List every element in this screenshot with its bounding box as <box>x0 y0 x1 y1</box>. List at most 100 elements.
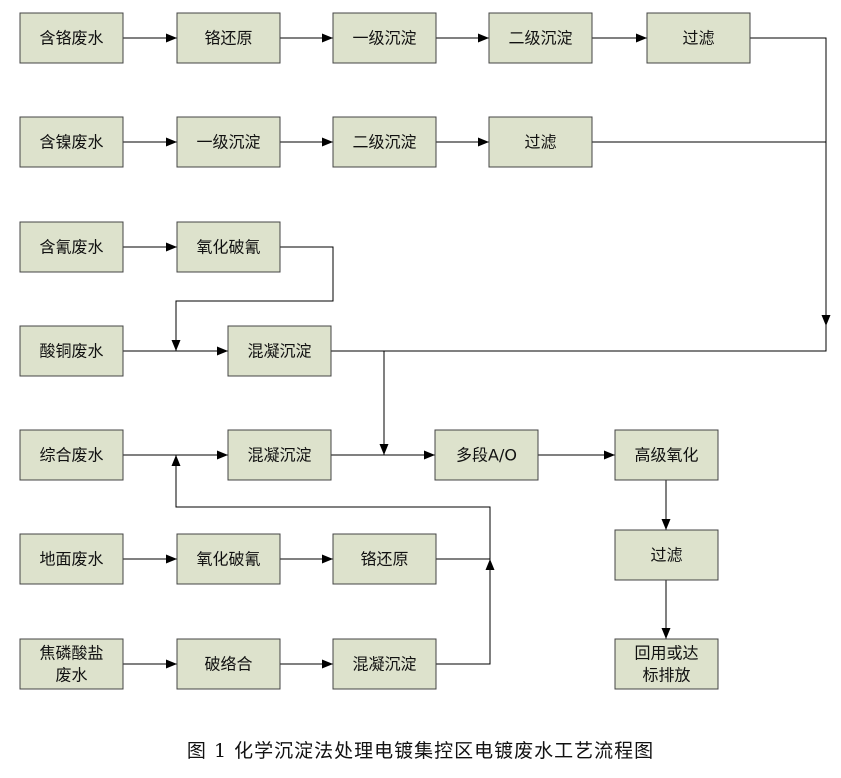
node-label: 含铬废水 <box>39 29 103 48</box>
node-label: 含氰废水 <box>39 238 103 257</box>
node-box <box>488 116 593 168</box>
node-src-cu: 酸铜废水 <box>19 325 124 377</box>
arrowhead <box>478 137 489 147</box>
node-multi-ao: 多段A/O <box>434 429 539 481</box>
arrowhead <box>322 33 333 43</box>
arrowhead <box>661 628 671 639</box>
node-adv-oxid: 高级氧化 <box>614 429 719 481</box>
node-label: 高级氧化 <box>634 446 698 465</box>
node-box <box>19 221 124 273</box>
node-box <box>176 533 281 585</box>
node-label: 回用或达 <box>634 644 698 663</box>
node-label: 地面废水 <box>39 550 103 569</box>
node-box <box>19 429 124 481</box>
node-label: 氧化破氰 <box>196 238 260 257</box>
node-cn-oxid: 氧化破氰 <box>176 221 281 273</box>
node-label: 综合废水 <box>39 446 103 465</box>
node-box <box>332 638 437 690</box>
node-box <box>227 325 332 377</box>
edge-return-loop <box>175 455 491 559</box>
node-cr-filter: 过滤 <box>646 12 751 64</box>
node-label: 混凝沉淀 <box>247 446 311 465</box>
node-box <box>434 429 539 481</box>
node-box <box>646 12 751 64</box>
node-label: 多段A/O <box>456 446 517 465</box>
node-label: 铬还原 <box>204 29 252 48</box>
node-box <box>227 429 332 481</box>
node-cr-prec1: 一级沉淀 <box>332 12 437 64</box>
node-mix-coag: 混凝沉淀 <box>227 429 332 481</box>
node-label: 含镍废水 <box>39 133 103 152</box>
arrowhead <box>379 444 389 455</box>
node-label: 混凝沉淀 <box>247 342 311 361</box>
node-box <box>332 12 437 64</box>
node-cr-prec2: 二级沉淀 <box>488 12 593 64</box>
node-label: 氧化破氰 <box>196 550 260 569</box>
arrowhead <box>322 137 333 147</box>
arrowhead <box>485 559 495 570</box>
arrowhead <box>217 346 228 356</box>
arrowhead <box>424 450 435 460</box>
node-label: 二级沉淀 <box>508 29 572 48</box>
node-src-floor: 地面废水 <box>19 533 124 585</box>
arrowhead <box>217 450 228 460</box>
node-final-filter: 过滤 <box>614 529 719 581</box>
arrowhead <box>604 450 615 460</box>
node-box <box>19 638 124 690</box>
arrowhead <box>166 137 177 147</box>
node-box <box>614 638 719 690</box>
arrowhead <box>171 340 181 351</box>
node-pyro-coag: 混凝沉淀 <box>332 638 437 690</box>
node-floor-oxid: 氧化破氰 <box>176 533 281 585</box>
flow-connectors <box>123 33 831 669</box>
node-label: 过滤 <box>524 133 556 152</box>
flow-nodes: 含铬废水含镍废水含氰废水酸铜废水综合废水地面废水焦磷酸盐废水铬还原一级沉淀二级沉… <box>19 12 751 690</box>
node-cu-coag: 混凝沉淀 <box>227 325 332 377</box>
arrowhead <box>322 554 333 564</box>
node-pyro-break: 破络合 <box>176 638 281 690</box>
arrowhead <box>171 455 181 466</box>
node-label: 混凝沉淀 <box>352 655 416 674</box>
node-label: 铬还原 <box>360 550 408 569</box>
node-src-ni: 含镍废水 <box>19 116 124 168</box>
node-src-cn: 含氰废水 <box>19 221 124 273</box>
node-box <box>19 12 124 64</box>
node-label: 二级沉淀 <box>352 133 416 152</box>
arrowhead <box>166 242 177 252</box>
arrowhead <box>821 315 831 326</box>
node-box <box>332 116 437 168</box>
node-floor-reduce: 铬还原 <box>332 533 437 585</box>
node-label: 焦磷酸盐 <box>39 644 103 663</box>
node-box <box>19 325 124 377</box>
arrowhead <box>478 33 489 43</box>
figure-caption: 图 1 化学沉淀法处理电镀集控区电镀废水工艺流程图 <box>186 740 655 762</box>
node-src-mix: 综合废水 <box>19 429 124 481</box>
node-label: 一级沉淀 <box>352 29 416 48</box>
node-label: 一级沉淀 <box>196 133 260 152</box>
process-flow-diagram: 含铬废水含镍废水含氰废水酸铜废水综合废水地面废水焦磷酸盐废水铬还原一级沉淀二级沉… <box>19 12 831 690</box>
edge-cn-out <box>175 246 334 351</box>
node-label: 酸铜废水 <box>39 342 103 361</box>
node-label: 废水 <box>55 666 87 685</box>
arrowhead <box>166 33 177 43</box>
edge-cu-out <box>331 326 827 352</box>
node-label: 标排放 <box>642 666 690 685</box>
node-src-cr: 含铬废水 <box>19 12 124 64</box>
node-ni-prec1: 一级沉淀 <box>176 116 281 168</box>
node-box <box>176 638 281 690</box>
node-label: 破络合 <box>204 655 252 674</box>
node-ni-filter: 过滤 <box>488 116 593 168</box>
arrowhead <box>636 33 647 43</box>
node-box <box>176 221 281 273</box>
arrowhead <box>166 554 177 564</box>
node-box <box>176 116 281 168</box>
node-box <box>614 429 719 481</box>
arrowhead <box>322 659 333 669</box>
node-box <box>19 533 124 585</box>
node-cr-reduce: 铬还原 <box>176 12 281 64</box>
arrowhead <box>661 519 671 530</box>
node-box <box>19 116 124 168</box>
edge-cr-out <box>750 37 827 326</box>
